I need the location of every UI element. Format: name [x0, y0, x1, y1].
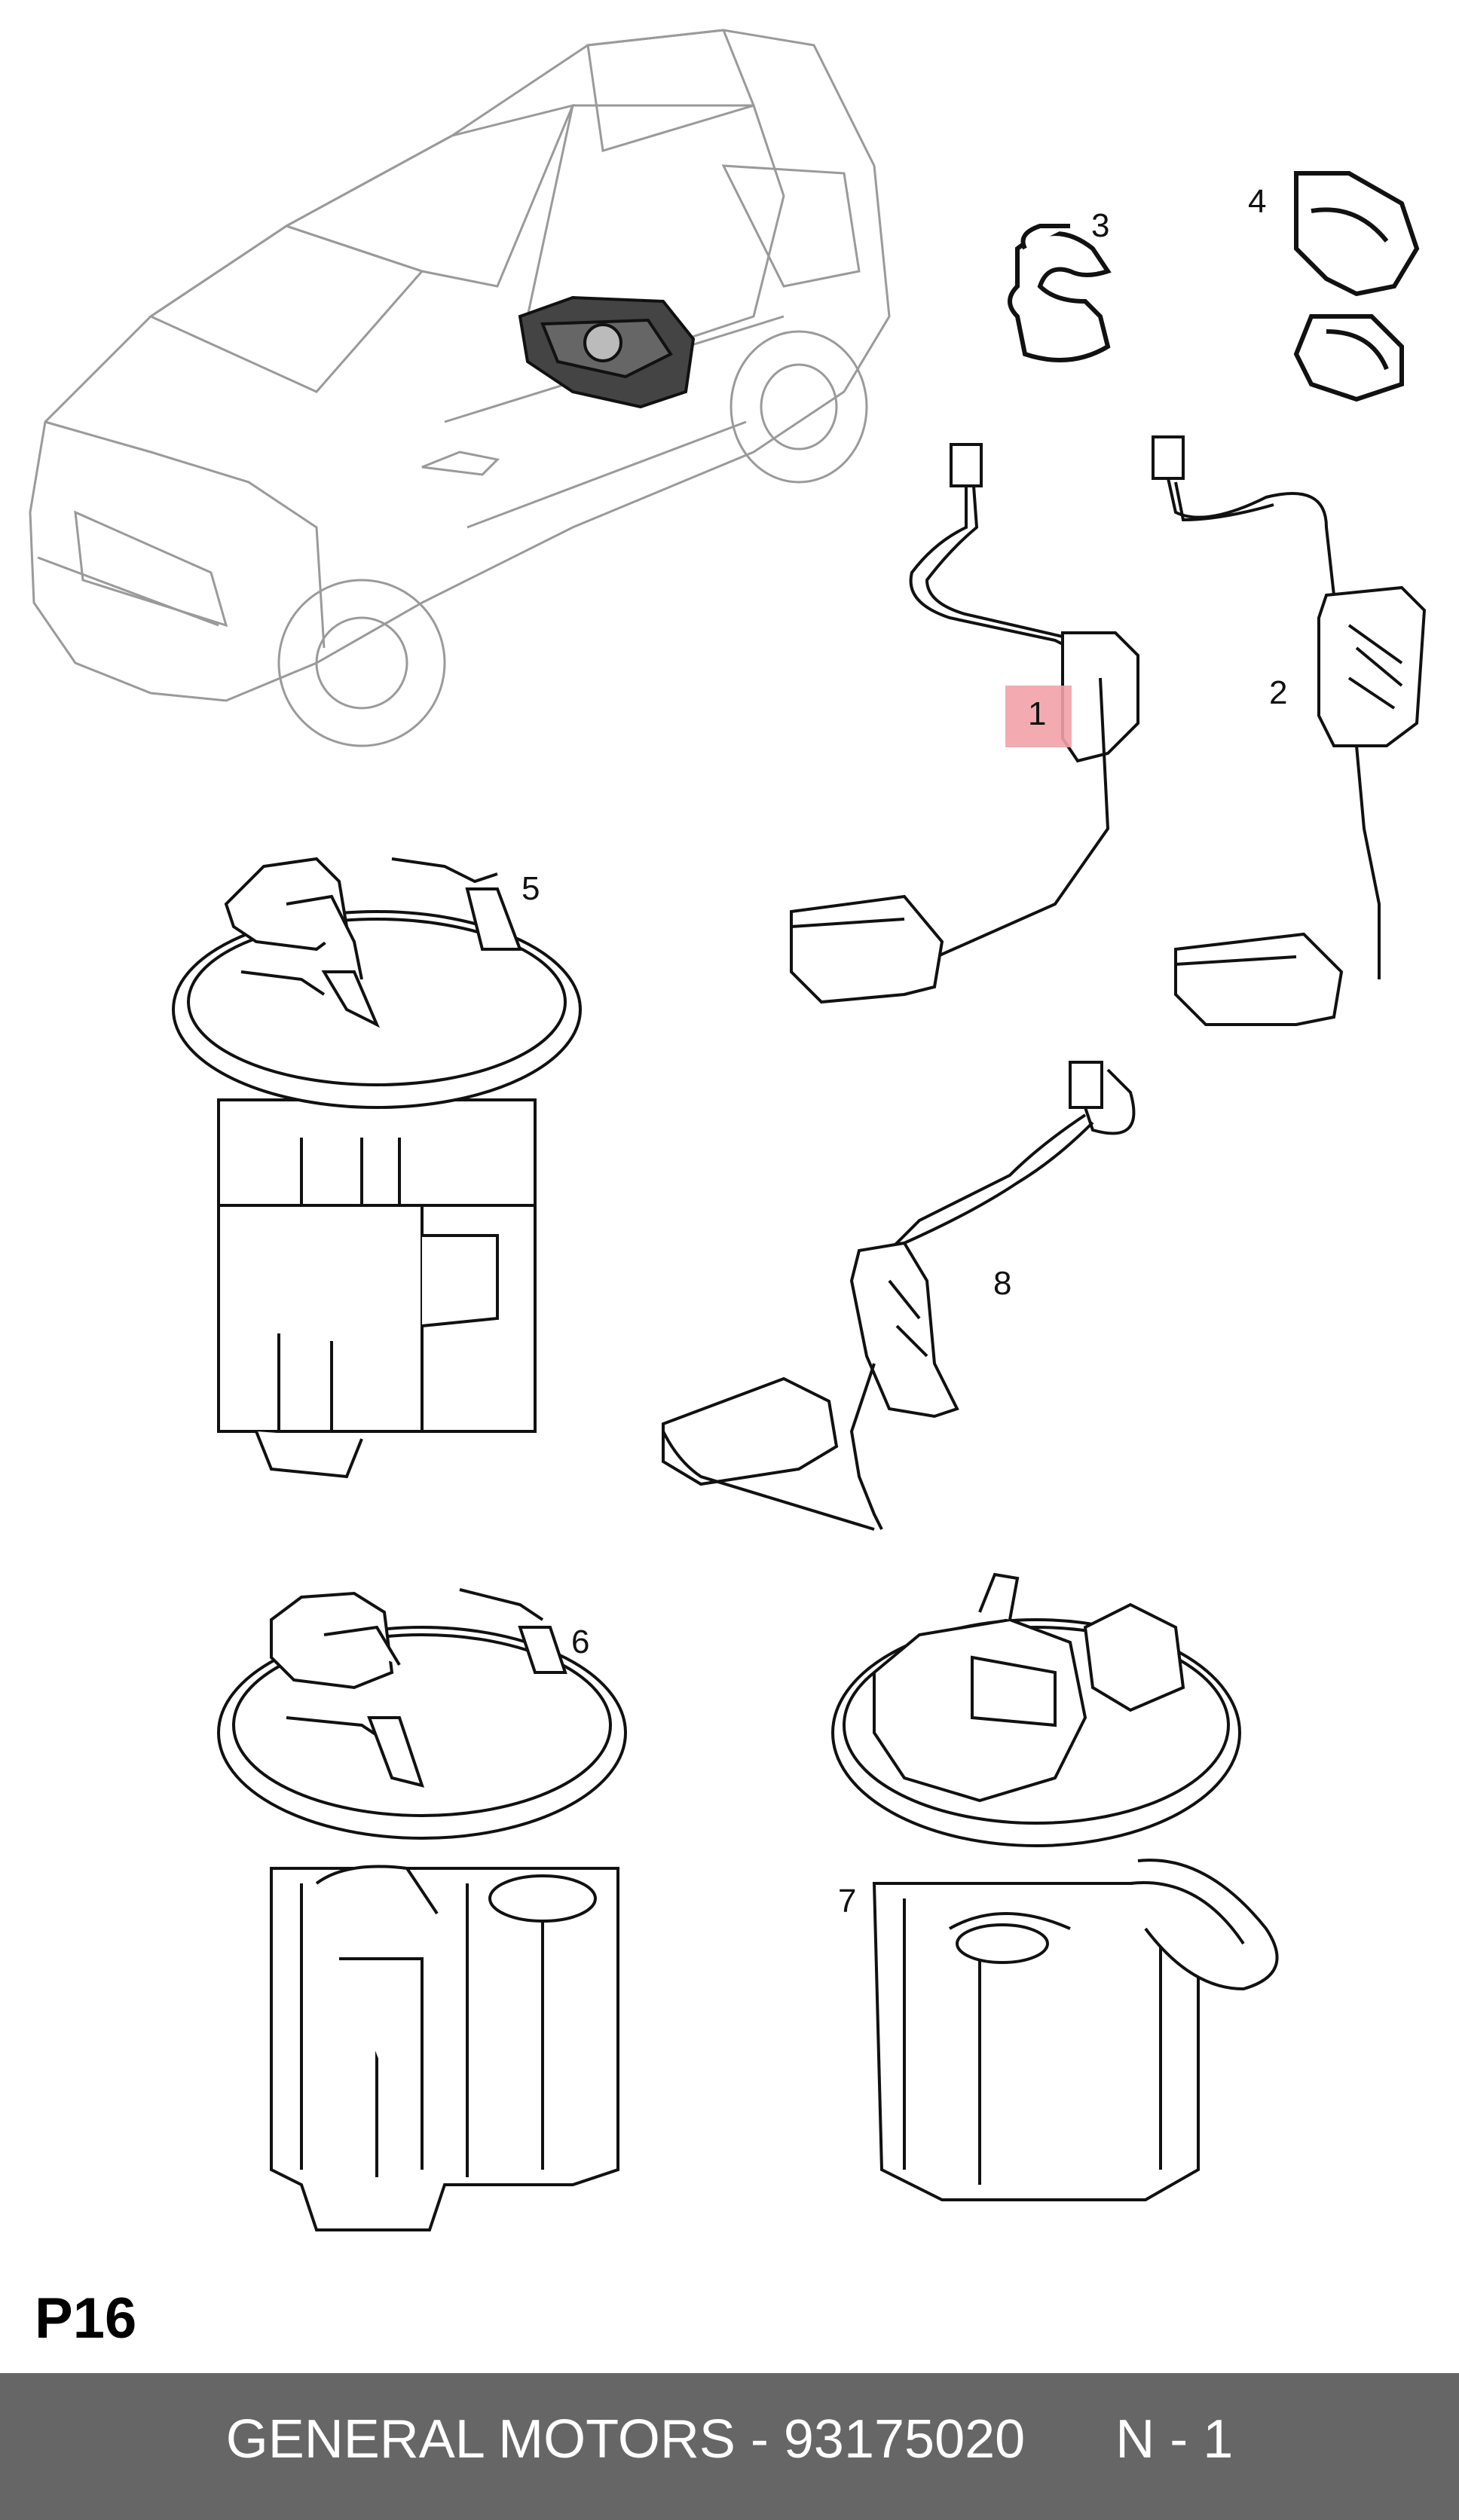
footer-brand: GENERAL MOTORS — [225, 2409, 736, 2470]
callout-5: 5 — [522, 870, 540, 907]
footer-note: N - 1 — [1115, 2409, 1234, 2470]
callout-8: 8 — [993, 1265, 1011, 1302]
fuel-pump-module-part-5 — [172, 857, 582, 1479]
footer-part-number: 93175020 — [783, 2409, 1026, 2470]
page-code: P16 — [35, 2286, 137, 2350]
fuel-level-sender-part-1 — [790, 443, 1139, 1004]
callout-3: 3 — [1091, 207, 1109, 244]
callout-4: 4 — [1248, 183, 1266, 220]
callout-2: 2 — [1269, 674, 1287, 711]
fuel-level-sender-part-8 — [662, 1061, 1136, 1531]
clip-part-4 — [1293, 171, 1420, 402]
car-illustration — [29, 29, 891, 747]
fuel-tank-location-icon — [518, 295, 696, 409]
fuel-pump-module-part-6 — [217, 1588, 627, 2231]
fuel-pump-module-part-7 — [831, 1572, 1279, 2201]
callout-6: 6 — [571, 1623, 589, 1660]
clip-part-3 — [1008, 224, 1112, 362]
footer-text: GENERAL MOTORS - 93175020 N - 1 — [0, 2412, 1459, 2467]
highlight-marker — [1005, 686, 1072, 747]
footer-bar: GENERAL MOTORS - 93175020 N - 1 — [0, 2373, 1459, 2520]
footer-separator: - — [750, 2409, 769, 2470]
fuel-level-sender-part-2 — [1152, 435, 1427, 1026]
parts-diagram: 1 2 3 4 5 6 7 8 — [29, 29, 1427, 2231]
callout-7: 7 — [838, 1883, 856, 1920]
callout-1: 1 — [1028, 695, 1046, 732]
